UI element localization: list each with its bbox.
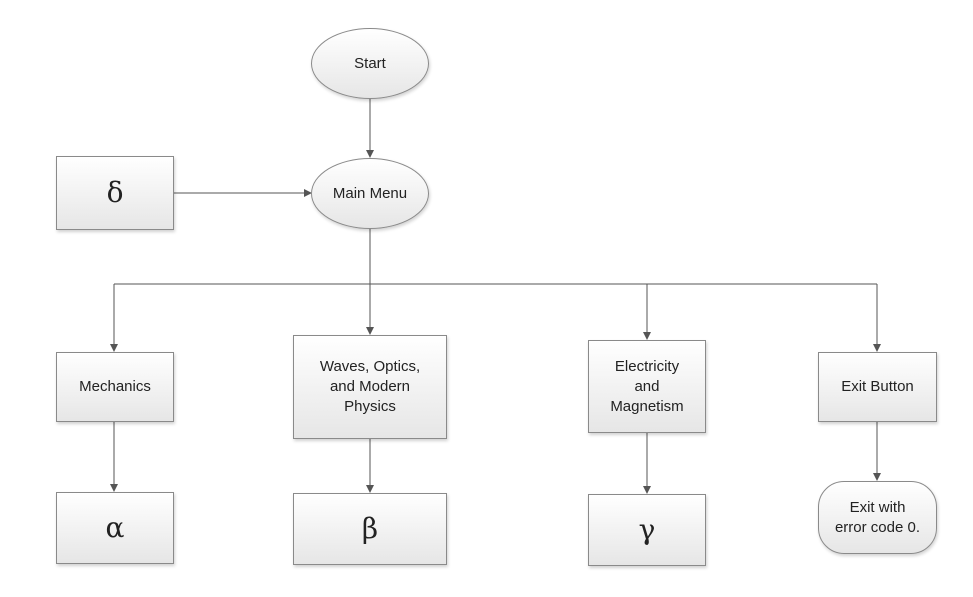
mechanics-label: Mechanics xyxy=(79,378,151,395)
waves-label: Waves, Optics, and Modern Physics xyxy=(319,358,421,415)
electricity-label: Electricity and Magnetism xyxy=(610,357,684,415)
gamma-label: γ xyxy=(638,513,656,546)
delta-node: δ xyxy=(56,156,174,230)
delta-label: δ xyxy=(106,176,124,209)
mechanics-node: Mechanics xyxy=(56,352,174,422)
main-menu-node: Main Menu xyxy=(311,158,429,229)
exit-button-node: Exit Button xyxy=(818,352,937,422)
beta-node: β xyxy=(293,493,447,565)
alpha-node: α xyxy=(56,492,174,564)
waves-node: Waves, Optics, and Modern Physics xyxy=(293,335,447,439)
exit-result-node: Exit with error code 0. xyxy=(818,481,937,554)
main-menu-label: Main Menu xyxy=(332,184,408,202)
start-node: Start xyxy=(311,28,429,99)
beta-label: β xyxy=(361,512,379,545)
start-label: Start xyxy=(354,54,386,72)
alpha-label: α xyxy=(105,511,125,544)
exit-button-label: Exit Button xyxy=(841,378,914,395)
gamma-node: γ xyxy=(588,494,706,566)
exit-result-label: Exit with error code 0. xyxy=(834,498,921,536)
electricity-node: Electricity and Magnetism xyxy=(588,340,706,433)
